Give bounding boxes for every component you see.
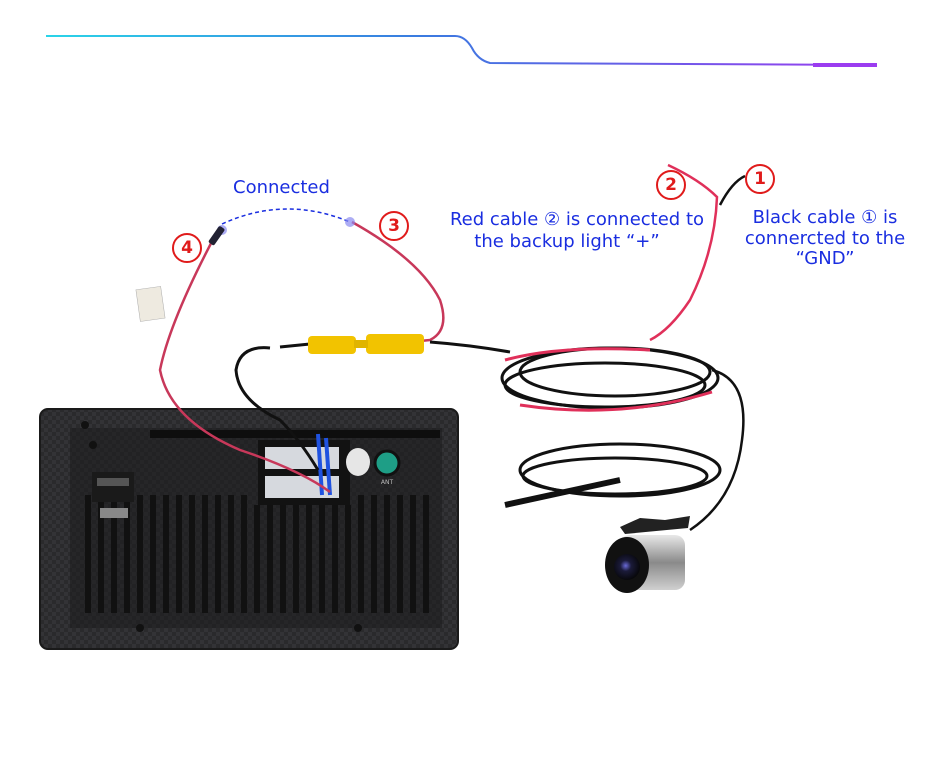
black-cable-label-line2: connercted to the xyxy=(744,228,906,249)
fuse xyxy=(100,508,128,518)
marker-4: 4 xyxy=(172,233,202,263)
iso-connector xyxy=(92,472,134,502)
wire-tag xyxy=(135,286,166,322)
antenna-port xyxy=(373,449,401,477)
camera-cable xyxy=(689,368,745,532)
red-cable-label-line2: the backup light “+” xyxy=(474,231,660,252)
connected-dashed-line xyxy=(221,208,351,225)
header-divider xyxy=(46,35,877,67)
top-vent-slots xyxy=(150,430,440,438)
antenna-port-label: ANT xyxy=(381,479,394,486)
black-video-wire xyxy=(234,340,511,471)
marker-1: 1 xyxy=(745,164,775,194)
marker-3: 3 xyxy=(379,211,409,241)
marker-2: 2 xyxy=(656,170,686,200)
power-wires xyxy=(649,163,746,342)
header-accent-bar xyxy=(813,63,877,67)
rca-connector xyxy=(308,334,424,354)
red-cable-label-line1: Red cable ② is connected to xyxy=(449,209,705,230)
connected-label: Connected xyxy=(233,177,330,198)
rear-camera xyxy=(605,516,690,593)
black-cable-label-line1: Black cable ① is xyxy=(752,207,898,228)
connection-point-3 xyxy=(345,217,355,227)
cable-bundle xyxy=(500,346,722,508)
head-unit: ANT xyxy=(39,408,459,650)
cable-bundle-red xyxy=(504,347,713,412)
usb-port xyxy=(346,448,370,476)
red-reverse-wire xyxy=(158,220,445,494)
black-cable-label-line3: “GND” xyxy=(795,248,855,269)
wire-terminal xyxy=(208,226,225,246)
heatsink-fins xyxy=(85,495,429,613)
